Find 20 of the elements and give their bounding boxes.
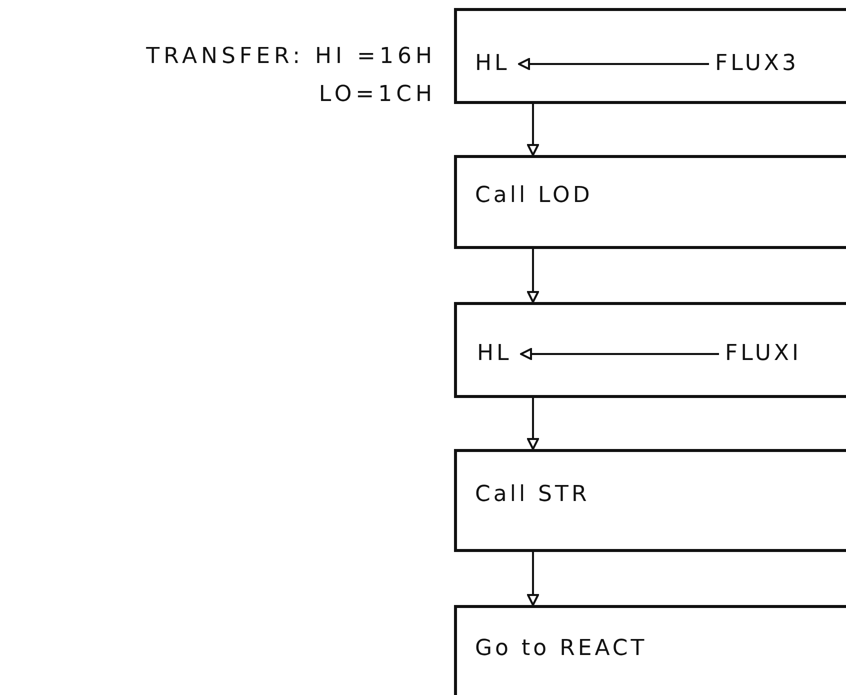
register-text: HL <box>475 51 510 77</box>
process-box <box>454 605 846 695</box>
process-box <box>454 8 846 104</box>
arrow <box>520 348 719 360</box>
process-box <box>454 449 846 552</box>
register-text: FLUX3 <box>715 51 799 77</box>
arrow <box>527 104 539 156</box>
transfer-note: TRANSFER: HI =16H <box>146 44 436 70</box>
arrow <box>518 58 709 70</box>
arrow <box>527 552 539 606</box>
register-text: HL <box>477 341 512 367</box>
process-box <box>454 302 846 398</box>
process-box <box>454 155 846 249</box>
step-text: Go to REACT <box>475 636 648 662</box>
arrow <box>527 398 539 450</box>
step-text: Call LOD <box>475 183 593 209</box>
step-text: Call STR <box>475 482 590 508</box>
transfer-note: LO=1CH <box>318 82 436 108</box>
register-text: FLUXI <box>725 341 802 367</box>
arrow <box>527 249 539 303</box>
